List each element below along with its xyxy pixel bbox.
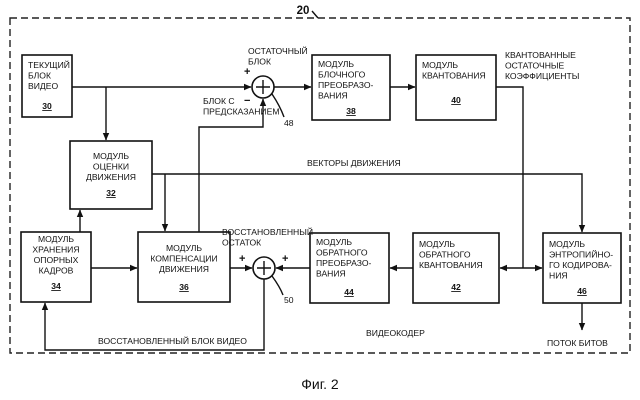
adder-reconstruction: + + 50: [239, 253, 294, 305]
block-quantization: МОДУЛЬКВАНТОВАНИЯ 40: [416, 55, 496, 120]
block-transform-number: 38: [346, 106, 356, 116]
label-quantized-coefficients: КВАНТОВАННЫЕОСТАТОЧНЫЕКОЭФФИЦИЕНТЫ: [505, 50, 579, 81]
label-motion-vectors: ВЕКТОРЫ ДВИЖЕНИЯ: [307, 158, 401, 168]
block-motion-estimation-number: 32: [106, 188, 116, 198]
block-inverse-transform-number: 44: [344, 287, 354, 297]
block-motion-compensation: МОДУЛЬКОМПЕНСАЦИИДВИЖЕНИЯ 36: [138, 232, 230, 302]
block-inverse-quantization-number: 42: [451, 282, 461, 292]
block-reference-store-text: МОДУЛЬХРАНЕНИЯОПОРНЫХКАДРОВ: [32, 234, 79, 276]
block-inverse-quantization: МОДУЛЬОБРАТНОГОКВАНТОВАНИЯ 42: [413, 233, 499, 303]
encoder-label: ВИДЕОКОДЕР: [366, 328, 425, 338]
block-motion-compensation-number: 36: [179, 282, 189, 292]
encoder-number-leader: [312, 11, 318, 18]
block-current-video-number: 30: [42, 101, 52, 111]
adder-reconstruction-plus-left: +: [239, 253, 245, 265]
block-inverse-transform: МОДУЛЬОБРАТНОГОПРЕОБРАЗО-ВАНИЯ 44: [310, 233, 389, 303]
block-reference-store: МОДУЛЬХРАНЕНИЯОПОРНЫХКАДРОВ 34: [21, 232, 91, 302]
block-motion-estimation-text: МОДУЛЬОЦЕНКИДВИЖЕНИЯ: [86, 151, 136, 182]
encoder-number: 20: [297, 5, 310, 17]
adder-reconstruction-leader: [272, 276, 283, 295]
block-motion-estimation: МОДУЛЬОЦЕНКИДВИЖЕНИЯ 32: [70, 141, 152, 209]
adder-reconstruction-plus-right: +: [282, 253, 288, 265]
figure-caption: Фиг. 2: [301, 376, 339, 392]
adder-reconstruction-number: 50: [284, 295, 294, 305]
label-predicted-block: БЛОК СПРЕДСКАЗАНИЕМ: [203, 96, 280, 117]
label-reconstructed-video-block: ВОССТАНОВЛЕННЫЙ БЛОК ВИДЕО: [98, 335, 247, 346]
block-quantization-number: 40: [451, 95, 461, 105]
adder-residual: + − 48: [244, 66, 294, 128]
block-transform: МОДУЛЬБЛОЧНОГОПРЕОБРАЗО-ВАНИЯ 38: [312, 55, 390, 120]
block-reference-store-number: 34: [51, 281, 61, 291]
adder-residual-plus: +: [244, 66, 250, 78]
label-residual-block: ОСТАТОЧНЫЙБЛОК: [248, 45, 308, 67]
block-current-video: ТЕКУЩИЙБЛОКВИДЕО 30: [22, 55, 72, 117]
adder-residual-number: 48: [284, 118, 294, 128]
label-reconstructed-residual: ВОССТАНОВЛЕННЫЙОСТАТОК: [222, 226, 313, 248]
block-entropy-coding-number: 46: [577, 286, 587, 296]
arrow-prediction-to-residual-adder: [199, 99, 263, 232]
adder-residual-minus: −: [244, 95, 250, 107]
block-entropy-coding: МОДУЛЬЭНТРОПИЙНО-ГО КОДИРОВА-НИЯ 46: [543, 233, 621, 303]
label-bitstream: ПОТОК БИТОВ: [547, 338, 608, 348]
arrow-quant-down: [496, 87, 523, 268]
arrow-motion-vectors-to-entropy: [152, 174, 582, 232]
